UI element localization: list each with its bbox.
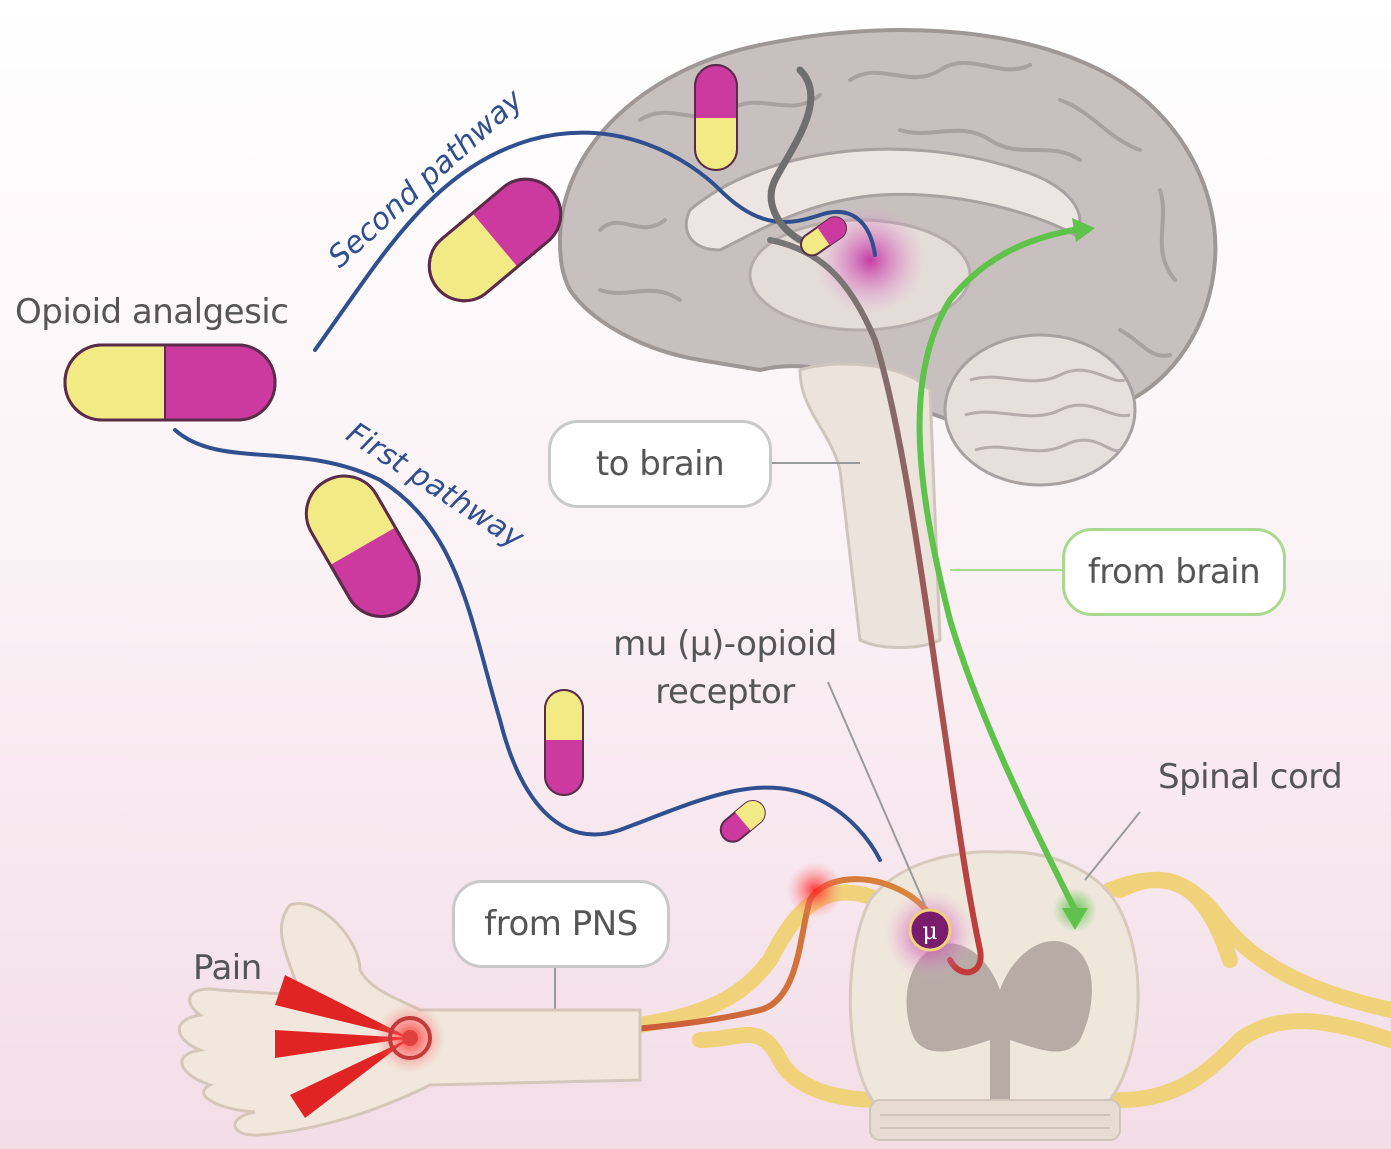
from-brain-box: from brain (1062, 528, 1286, 616)
opioid-analgesic-label: Opioid analgesic (15, 292, 288, 332)
from-pns-box: from PNS (452, 880, 670, 968)
pill-small (716, 796, 770, 847)
mu-symbol: μ (922, 917, 938, 945)
from-pns-label: from PNS (484, 904, 637, 944)
mu-receptor-label-line1: mu (μ)-opioid (590, 620, 860, 668)
mu-receptor-label: mu (μ)-opioid receptor (590, 620, 860, 716)
pain-label: Pain (193, 948, 262, 988)
pill-brain-top (695, 65, 737, 170)
spinal-cord-label: Spinal cord (1158, 757, 1342, 797)
to-brain-box: to brain (548, 420, 772, 508)
pill-large (65, 345, 276, 420)
spinal-cord-section (850, 852, 1138, 1140)
mu-receptor-label-line2: receptor (590, 668, 860, 716)
to-brain-label: to brain (596, 444, 724, 484)
pill-medium (545, 690, 583, 795)
from-brain-label: from brain (1088, 552, 1260, 592)
